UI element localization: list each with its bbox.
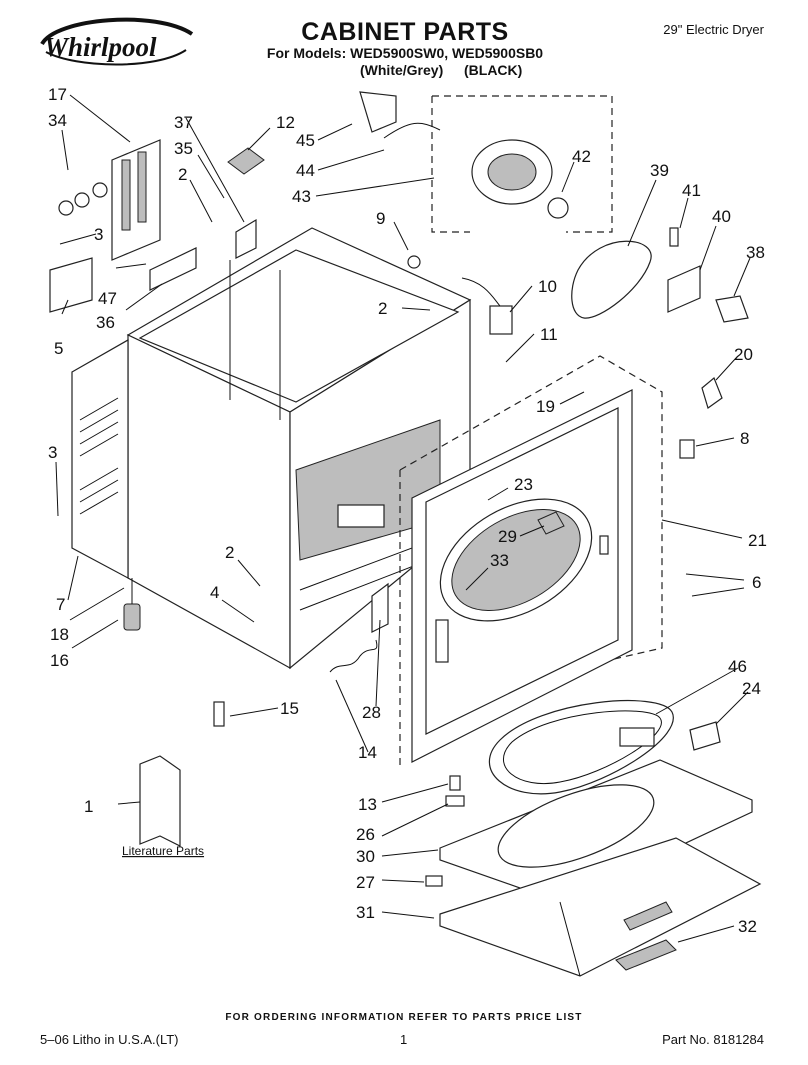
part-number: Part No. 8181284 <box>662 1032 764 1047</box>
callout-47: 47 <box>98 289 117 308</box>
callout-2: 2 <box>178 165 187 184</box>
callout-38: 38 <box>746 243 765 262</box>
motor-assembly <box>359 91 613 233</box>
callout-30: 30 <box>356 847 375 866</box>
product-type: 29" Electric Dryer <box>663 22 764 37</box>
callout-numbers: 1 2 2 2 3 3 4 5 6 7 8 9 10 11 12 13 14 1… <box>48 85 767 936</box>
callout-35: 35 <box>174 139 193 158</box>
front-panel-assembly <box>399 355 663 770</box>
callout-46: 46 <box>728 657 747 676</box>
door-switch <box>407 255 513 335</box>
callout-37: 37 <box>174 113 193 132</box>
callout-14: 14 <box>358 743 377 762</box>
variant-white-label: (White/Grey) <box>360 62 444 78</box>
callout-7: 7 <box>56 595 65 614</box>
callout-40: 40 <box>712 207 731 226</box>
callout-29: 29 <box>498 527 517 546</box>
page-title: CABINET PARTS <box>301 18 509 46</box>
door-spring-hinge <box>213 582 389 727</box>
callout-10: 10 <box>538 277 557 296</box>
callout-17: 17 <box>48 85 67 104</box>
callout-4: 4 <box>210 583 219 602</box>
callout-26: 26 <box>356 825 375 844</box>
callout-19: 19 <box>536 397 555 416</box>
callout-2: 2 <box>225 543 234 562</box>
callout-34: 34 <box>48 111 67 130</box>
callout-8: 8 <box>740 429 749 448</box>
callout-43: 43 <box>292 187 311 206</box>
cabinet-body <box>126 227 472 670</box>
literature-packet <box>139 755 181 847</box>
drive-belt <box>571 240 652 319</box>
callout-39: 39 <box>650 161 669 180</box>
callout-41: 41 <box>682 181 701 200</box>
brand-wordmark: Whirlpool <box>44 32 157 62</box>
callout-20: 20 <box>734 345 753 364</box>
callout-18: 18 <box>50 625 69 644</box>
leader-lines <box>55 94 751 943</box>
callout-36: 36 <box>96 313 115 332</box>
callout-3: 3 <box>94 225 103 244</box>
ordering-note: FOR ORDERING INFORMATION REFER TO PARTS … <box>225 1012 583 1023</box>
whirlpool-logo: Whirlpool <box>40 17 194 66</box>
callout-21: 21 <box>748 531 767 550</box>
page-number: 1 <box>400 1032 408 1047</box>
callout-45: 45 <box>296 131 315 150</box>
model-numbers: For Models: WED5900SW0, WED5900SB0 <box>266 45 544 61</box>
callout-16: 16 <box>50 651 69 670</box>
door-panels <box>425 759 762 977</box>
terminal-block-assembly <box>49 139 265 313</box>
idler-pulley-bracket <box>667 227 749 459</box>
callout-28: 28 <box>362 703 381 722</box>
callout-31: 31 <box>356 903 375 922</box>
callout-13: 13 <box>358 795 377 814</box>
callout-42: 42 <box>572 147 591 166</box>
callout-6: 6 <box>752 573 761 592</box>
callout-23: 23 <box>514 475 533 494</box>
callout-24: 24 <box>742 679 761 698</box>
callout-44: 44 <box>296 161 315 180</box>
door-seal <box>488 699 721 795</box>
callout-2: 2 <box>378 299 387 318</box>
callout-1: 1 <box>84 797 93 816</box>
litho-info: 5–06 Litho in U.S.A.(LT) <box>40 1032 179 1047</box>
callout-9: 9 <box>376 209 385 228</box>
callout-27: 27 <box>356 873 375 892</box>
leveling-leg <box>123 578 141 631</box>
callout-33: 33 <box>490 551 509 570</box>
variant-black-label: (BLACK) <box>464 62 523 78</box>
callout-12: 12 <box>276 113 295 132</box>
rear-panel <box>71 338 129 580</box>
callout-15: 15 <box>280 699 299 718</box>
literature-parts-label: Literature Parts <box>122 844 204 858</box>
callout-32: 32 <box>738 917 757 936</box>
callout-3: 3 <box>48 443 57 462</box>
callout-5: 5 <box>54 339 63 358</box>
callout-11: 11 <box>540 325 558 344</box>
exploded-parts-diagram: Literature Parts <box>48 85 767 977</box>
